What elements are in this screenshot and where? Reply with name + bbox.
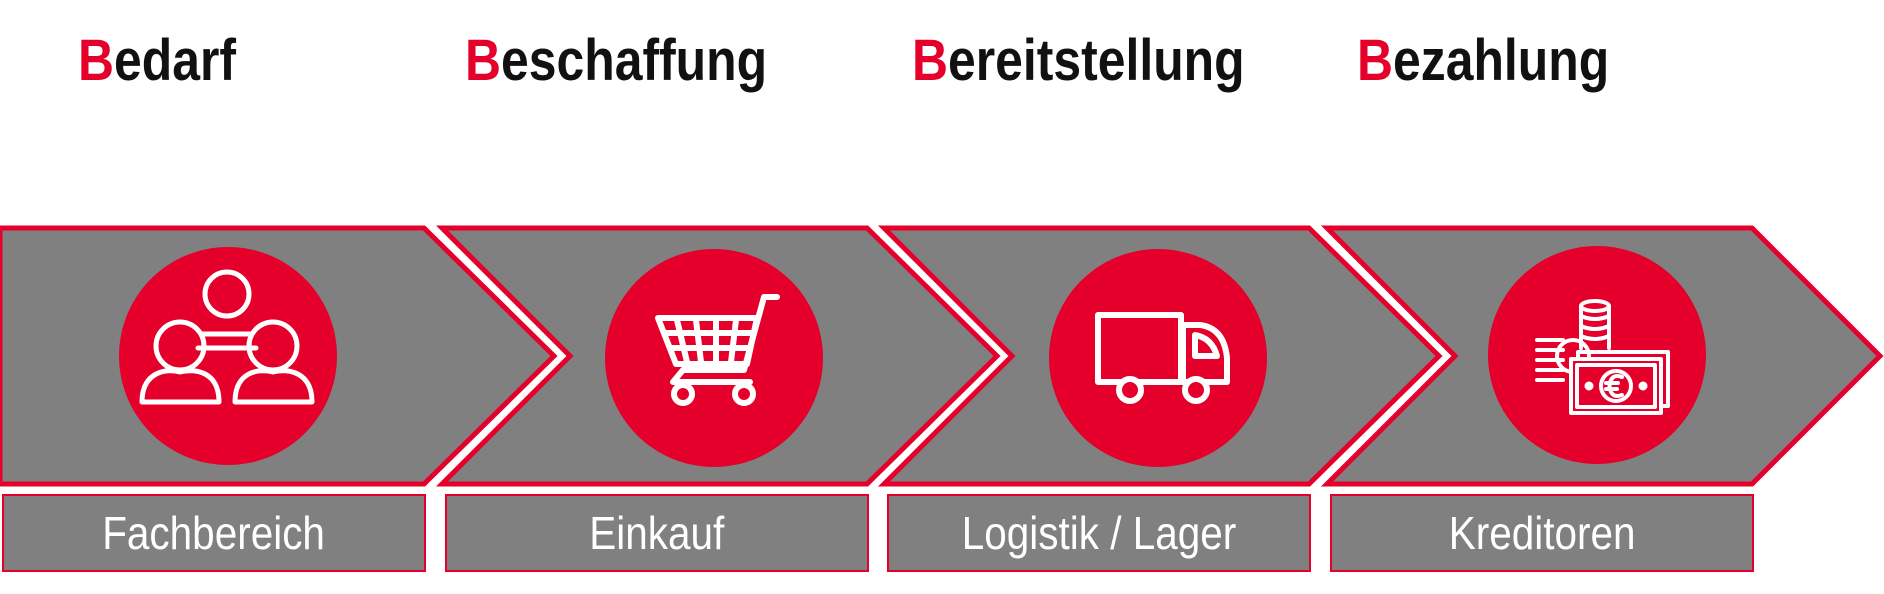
department-box-logistik: Logistik / Lager — [887, 494, 1311, 572]
department-box-einkauf: Einkauf — [445, 494, 869, 572]
icon-circle-bezahlung — [1488, 246, 1706, 464]
heading-rest: ereitstellung — [948, 28, 1245, 93]
phase-heading-bedarf: Bedarf — [78, 26, 236, 96]
phase-heading-bezahlung: Bezahlung — [1357, 26, 1609, 96]
heading-initial: B — [465, 28, 502, 93]
department-label: Kreditoren — [1448, 507, 1636, 559]
phase-heading-beschaffung: Beschaffung — [465, 26, 767, 96]
heading-rest: ezahlung — [1393, 28, 1610, 93]
phase-heading-bereitstellung: Bereitstellung — [912, 26, 1245, 96]
department-label: Fachbereich — [102, 507, 326, 559]
heading-rest: eschaffung — [501, 28, 768, 93]
department-box-fachbereich: Fachbereich — [2, 494, 426, 572]
department-label: Logistik / Lager — [961, 507, 1237, 559]
euro-money-icon — [1535, 299, 1670, 415]
shopping-cart-icon — [655, 294, 780, 406]
people-group-icon — [139, 269, 315, 405]
department-box-kreditoren: Kreditoren — [1330, 494, 1754, 572]
heading-initial: B — [1357, 28, 1394, 93]
department-label: Einkauf — [589, 507, 725, 559]
icon-circle-bereitstellung — [1049, 249, 1267, 467]
heading-rest: edarf — [114, 28, 236, 93]
icon-circle-bedarf — [119, 247, 337, 465]
delivery-truck-icon — [1095, 312, 1230, 404]
heading-initial: B — [78, 28, 115, 93]
heading-initial: B — [912, 28, 949, 93]
